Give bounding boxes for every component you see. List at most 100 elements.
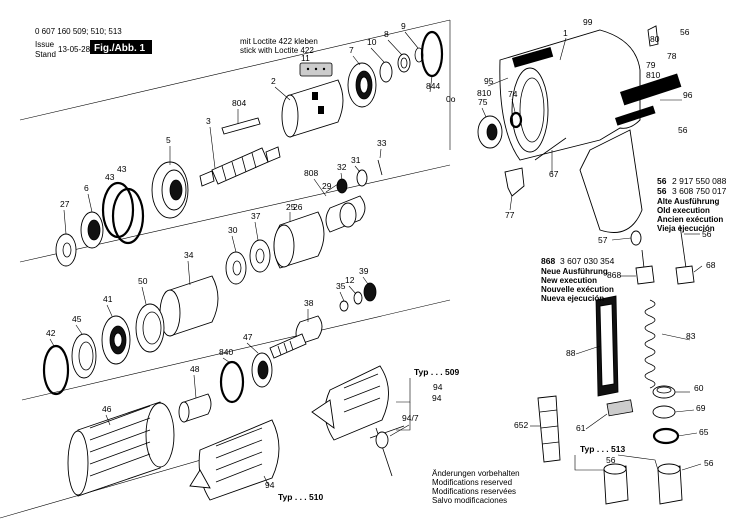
callout-69: 69 <box>696 403 706 413</box>
part-75-valve <box>477 115 503 149</box>
part-844-oring <box>420 30 444 78</box>
typ-513-label: Typ . . . 513 <box>580 444 625 454</box>
loctite-note-de: mit Loctite 422 kleben <box>240 37 318 46</box>
callout-34: 34 <box>184 250 194 260</box>
part-34-sleeve <box>159 275 219 337</box>
callout-29: 29 <box>322 181 332 191</box>
callout-27: 27 <box>60 199 70 209</box>
part-74-oring <box>509 111 523 129</box>
callout-94a: 94 <box>433 382 443 392</box>
callout-6: 6 <box>84 183 89 193</box>
callout-41: 41 <box>103 294 113 304</box>
part-840-oring <box>219 360 245 404</box>
new-exec-es: Nueva ejecución <box>541 294 604 303</box>
callout-0o: 0o <box>446 94 456 104</box>
part-50 <box>135 303 165 353</box>
callout-67: 67 <box>549 169 559 179</box>
old-exec-fr: Ancien exécution <box>657 215 723 224</box>
part-868 <box>635 249 655 285</box>
old-exec-en: Old execution <box>657 206 710 215</box>
figure-label: Fig./Abb. 1 <box>94 43 146 54</box>
callout-78: 78 <box>667 51 677 61</box>
part-77-trigger <box>504 167 525 197</box>
new-exec-en: New execution <box>541 276 597 285</box>
callout-43a: 43 <box>105 172 115 182</box>
old-exec-de: Alte Ausführung <box>657 197 719 206</box>
part-88-filter <box>595 295 619 397</box>
part-39 <box>363 282 377 302</box>
old-exec-es: Vieja ejecución <box>657 224 715 233</box>
changes-fr: Modifications reservées <box>432 487 516 496</box>
part-57 <box>630 230 642 246</box>
part-41 <box>101 315 131 365</box>
new-exec-fr: Nouvelle exécution <box>541 285 614 294</box>
callout-868: 868 <box>607 270 621 280</box>
callout-79: 79 <box>646 60 656 70</box>
part-10 <box>379 61 393 83</box>
part-65-oring <box>652 427 680 445</box>
part-11 <box>299 62 333 77</box>
callout-804: 804 <box>232 98 246 108</box>
part-2-cylinder <box>281 79 344 138</box>
callout-80: 80 <box>650 34 660 44</box>
part-31 <box>356 169 368 187</box>
callout-2: 2 <box>271 76 276 86</box>
changes-en: Modifications reserved <box>432 478 512 487</box>
callout-844: 844 <box>426 81 440 91</box>
callout-31: 31 <box>351 155 361 165</box>
part-3-rotor <box>199 146 281 187</box>
old-num-2: 3 608 750 017 <box>672 186 727 196</box>
callout-30: 30 <box>228 225 238 235</box>
callout-840: 840 <box>219 347 233 357</box>
changes-de: Änderungen vorbehalten <box>432 469 520 478</box>
part-5-housing <box>151 161 189 219</box>
callout-43b: 43 <box>117 164 127 174</box>
callout-9: 9 <box>401 21 406 31</box>
part-56-fitting <box>657 463 683 505</box>
callout-94c: 94 <box>265 480 275 490</box>
part-56-old <box>675 224 695 285</box>
stand-label: Stand <box>35 50 56 59</box>
callout-50: 50 <box>138 276 148 286</box>
part-27-washer <box>55 233 77 267</box>
part-26-ring-gear <box>273 211 325 269</box>
chuck-key-94-7 <box>369 425 405 477</box>
new-exec-de: Neue Ausführung <box>541 267 608 276</box>
part-7-gear <box>347 62 377 108</box>
part-61 <box>606 399 634 417</box>
callout-47: 47 <box>243 332 253 342</box>
callout-56a: 56 <box>702 229 712 239</box>
changes-es: Salvo modificaciones <box>432 496 507 505</box>
callout-94-7: 94/7 <box>402 413 419 423</box>
callout-45: 45 <box>72 314 82 324</box>
callout-39: 39 <box>359 266 369 276</box>
callout-99: 99 <box>583 17 593 27</box>
callout-35: 35 <box>336 281 346 291</box>
part-99-motor-housing <box>499 29 682 233</box>
callout-61: 61 <box>576 423 586 433</box>
callout-88: 88 <box>566 348 576 358</box>
part-60 <box>652 385 676 399</box>
typ-510-label: Typ . . . 510 <box>278 492 323 502</box>
callout-75: 75 <box>478 97 488 107</box>
part-808-planet-carrier <box>325 195 366 233</box>
part-804 <box>221 117 261 135</box>
old-code-1: 56 <box>657 176 667 186</box>
callout-57: 57 <box>598 235 608 245</box>
callout-96: 96 <box>683 90 693 100</box>
callout-60: 60 <box>694 383 704 393</box>
callout-5: 5 <box>166 135 171 145</box>
callout-25: 25 <box>286 202 296 212</box>
part-48 <box>178 393 212 423</box>
part-number-text: 0 607 160 509; 510; 513 <box>35 27 122 36</box>
callout-83: 83 <box>686 331 696 341</box>
callout-11: 11 <box>301 53 310 63</box>
part-35 <box>339 300 349 312</box>
part-30 <box>225 251 247 285</box>
chuck-typ-510 <box>189 419 280 501</box>
callout-77: 77 <box>505 210 515 220</box>
leader-lines <box>49 31 703 487</box>
callout-56c: 56 <box>704 458 714 468</box>
callout-7: 7 <box>349 45 354 55</box>
callout-10: 10 <box>367 37 377 47</box>
